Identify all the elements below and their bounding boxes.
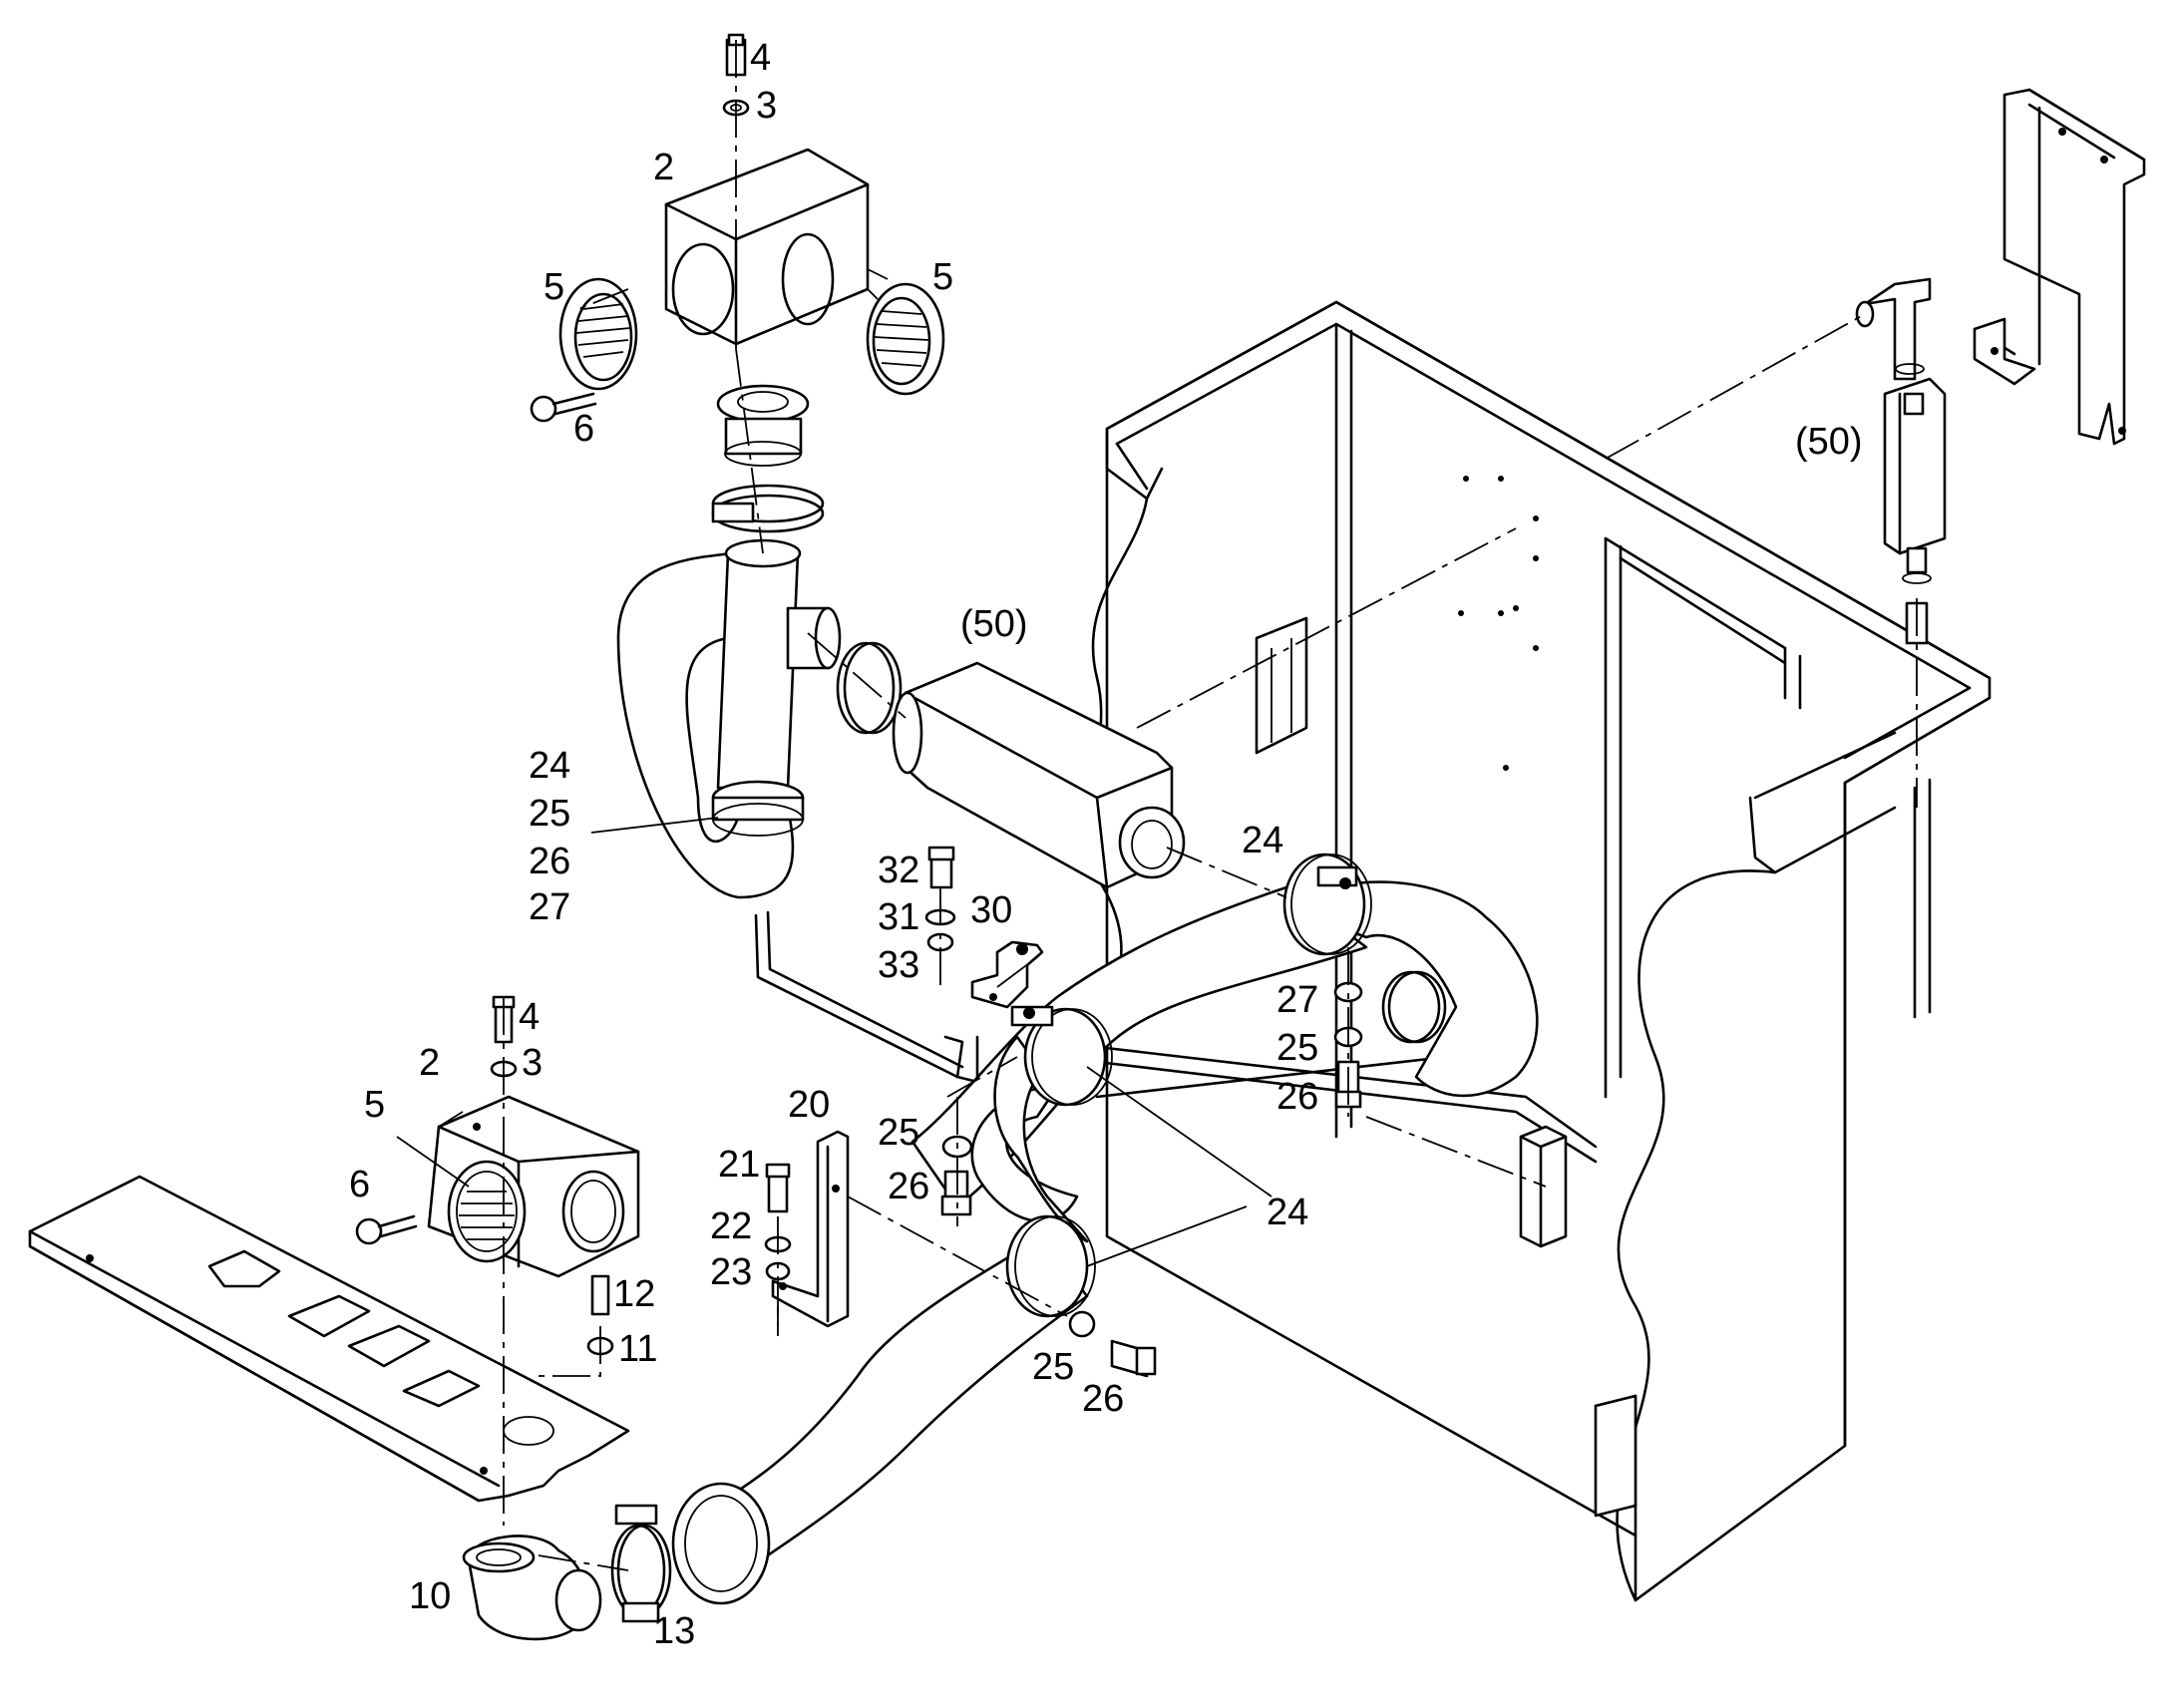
leader-lines xyxy=(396,817,1272,1267)
callout-24: 24 xyxy=(529,745,570,787)
floor-plate xyxy=(28,1175,630,1503)
callout-32: 32 xyxy=(878,850,919,891)
bracket-30 xyxy=(924,846,1044,1009)
callout-24: 24 xyxy=(1267,1192,1308,1233)
callout-50: (50) xyxy=(1795,421,1863,463)
callout-11: 11 xyxy=(618,1328,657,1370)
callout-23: 23 xyxy=(710,1251,752,1293)
callout-13: 13 xyxy=(653,1610,695,1652)
callout-2: 2 xyxy=(653,147,674,188)
main-muffler xyxy=(892,661,1186,889)
callout-labels: 4 3 2 5 5 6 (50) (50) 24 25 26 27 32 31 … xyxy=(349,37,1863,1652)
callout-5: 5 xyxy=(932,256,953,298)
callout-26: 26 xyxy=(1276,1076,1318,1118)
callout-6: 6 xyxy=(573,408,594,450)
upper-duct xyxy=(616,538,903,899)
callout-10: 10 xyxy=(409,1575,451,1617)
callout-25: 25 xyxy=(1276,1027,1318,1069)
callout-20: 20 xyxy=(788,1084,830,1126)
small-muffler-assembly xyxy=(1855,277,1947,645)
callout-3: 3 xyxy=(756,85,777,127)
callout-27: 27 xyxy=(1276,979,1318,1021)
callout-25: 25 xyxy=(1032,1346,1074,1388)
lower-vent-box xyxy=(355,995,640,1356)
callout-12: 12 xyxy=(613,1273,655,1315)
callout-33: 33 xyxy=(878,944,919,986)
callout-24: 24 xyxy=(1242,820,1283,861)
callout-3: 3 xyxy=(522,1042,543,1084)
callout-6: 6 xyxy=(349,1164,370,1205)
callout-5: 5 xyxy=(544,266,564,308)
callout-4: 4 xyxy=(750,37,771,79)
callout-5: 5 xyxy=(364,1084,385,1126)
elbow-outlet xyxy=(462,1504,672,1641)
callout-26: 26 xyxy=(888,1166,929,1207)
callout-4: 4 xyxy=(519,996,540,1038)
callout-30: 30 xyxy=(970,889,1012,931)
vent-grille-right xyxy=(874,310,929,367)
callout-25: 25 xyxy=(529,793,570,835)
wall-bracket xyxy=(1973,88,2146,446)
callout-22: 22 xyxy=(710,1205,752,1247)
callout-25: 25 xyxy=(878,1112,919,1154)
callout-27: 27 xyxy=(529,886,570,928)
callout-21: 21 xyxy=(718,1144,760,1186)
callout-26: 26 xyxy=(529,841,570,882)
callout-26: 26 xyxy=(1082,1378,1124,1420)
center-lines xyxy=(503,40,1918,1571)
main-hose xyxy=(671,853,1539,1605)
callout-50: (50) xyxy=(960,603,1028,645)
vent-grille-left xyxy=(575,303,631,358)
callout-2: 2 xyxy=(419,1042,440,1084)
support-bracket xyxy=(754,910,979,1084)
upper-vent-box xyxy=(530,33,945,533)
callout-31: 31 xyxy=(878,896,919,938)
